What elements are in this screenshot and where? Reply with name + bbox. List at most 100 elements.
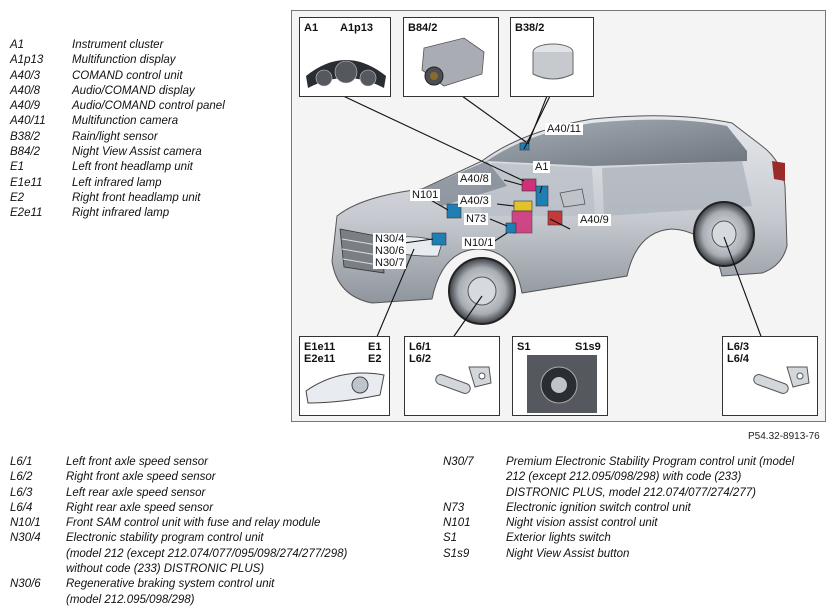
legend-code bbox=[10, 593, 66, 608]
box-label: A1p13 bbox=[340, 22, 374, 34]
legend-code bbox=[10, 547, 66, 562]
callout-a40-3: A40/3 bbox=[458, 195, 491, 207]
box-label: E2e11 bbox=[304, 353, 336, 365]
rain-light-sensor-box: B38/2 bbox=[510, 17, 594, 97]
legend-row: A40/3 COMAND control unit bbox=[10, 69, 280, 84]
rain-light-sensor-icon bbox=[532, 43, 574, 80]
light-switch-box: S1 S1s9 bbox=[512, 336, 608, 416]
legend-code: A40/8 bbox=[10, 84, 41, 97]
legend-description: Exterior lights switch bbox=[506, 532, 611, 545]
legend-code: B38/2 bbox=[10, 130, 41, 143]
legend-code: L6/1 bbox=[10, 456, 33, 468]
legend-code: N101 bbox=[443, 517, 471, 530]
legend-description: COMAND control unit bbox=[72, 69, 183, 82]
legend-row: N73 Electronic ignition switch control un… bbox=[443, 501, 823, 516]
night-view-camera-icon bbox=[421, 37, 485, 87]
legend-code: E1 bbox=[10, 161, 25, 174]
legend-description: Right rear axle speed sensor bbox=[66, 501, 214, 514]
legend-code: A1 bbox=[10, 39, 25, 51]
legend-code: A40/11 bbox=[10, 115, 46, 128]
box-label: A1 bbox=[304, 22, 319, 34]
vehicle-component-figure: A1 A1p13 B84/2 B38/2 E1e11 E2e11 E1 E2 bbox=[291, 10, 826, 422]
legend-description: Right front axle speed sensor bbox=[66, 471, 216, 484]
box-label: L6/1 bbox=[409, 341, 432, 353]
box-label: S1 bbox=[517, 341, 531, 353]
legend-description: Audio/COMAND control panel bbox=[72, 100, 225, 113]
legend-code bbox=[443, 486, 506, 501]
legend-row: B84/2 Night View Assist camera bbox=[10, 145, 280, 160]
legend-description: Audio/COMAND display bbox=[72, 84, 195, 97]
callout-n30-7: N30/7 bbox=[373, 257, 407, 269]
legend-description: Premium Electronic Stability Program con… bbox=[506, 456, 795, 468]
legend-description: Left front headlamp unit bbox=[72, 161, 193, 174]
legend-description: (model 212.095/098/298) bbox=[66, 593, 195, 606]
legend-row: A1 Instrument cluster bbox=[10, 38, 280, 53]
legend-code: L6/2 bbox=[10, 471, 33, 484]
legend-code: E2e11 bbox=[10, 207, 43, 220]
legend-code: E2 bbox=[10, 191, 25, 204]
legend-description: Front SAM control unit with fuse and rel… bbox=[66, 517, 321, 530]
legend-description: 212 (except 212.095/098/298) with code (… bbox=[506, 471, 742, 484]
legend-row: DISTRONIC PLUS, model 212.074/077/274/27… bbox=[443, 486, 823, 501]
light-switch-icon bbox=[527, 355, 597, 413]
legend-code: A40/9 bbox=[10, 100, 41, 113]
night-view-camera-box: B84/2 bbox=[403, 17, 499, 97]
callout-n101: N101 bbox=[410, 189, 441, 201]
legend-code: N73 bbox=[443, 501, 465, 514]
box-label: S1s9 bbox=[575, 341, 601, 353]
legend-row: E2 Right front headlamp unit bbox=[10, 191, 280, 206]
box-label: L6/2 bbox=[409, 353, 432, 365]
legend-description: Regenerative braking system control unit bbox=[66, 578, 275, 591]
legend-description: Right front headlamp unit bbox=[72, 191, 201, 204]
legend-row: A40/9 Audio/COMAND control panel bbox=[10, 99, 280, 114]
box-label: E2 bbox=[368, 353, 382, 365]
legend-description: DISTRONIC PLUS, model 212.074/077/274/27… bbox=[506, 486, 756, 499]
legend-description: Multifunction display bbox=[72, 54, 176, 67]
figure-reference: P54.32-8913-76 bbox=[748, 431, 820, 442]
legend-code bbox=[10, 562, 66, 577]
legend-row: E2e11 Right infrared lamp bbox=[10, 206, 280, 221]
legend-code: B84/2 bbox=[10, 146, 41, 159]
legend-code: L6/3 bbox=[10, 486, 33, 499]
legend-code: E1e11 bbox=[10, 176, 43, 189]
front-axle-sensor-box: L6/1 L6/2 bbox=[404, 336, 500, 416]
legend-code: S1s9 bbox=[443, 547, 470, 560]
legend-code: N30/4 bbox=[10, 532, 41, 545]
legend-description: Instrument cluster bbox=[72, 39, 164, 51]
legend-description: Night View Assist button bbox=[506, 547, 630, 560]
legend-description: Rain/light sensor bbox=[72, 130, 158, 143]
callout-a1: A1 bbox=[533, 161, 551, 173]
callout-a40-9: A40/9 bbox=[578, 214, 611, 226]
legend-code: A1p13 bbox=[10, 54, 44, 67]
legend-description: Night View Assist camera bbox=[72, 146, 202, 159]
box-label: E1e11 bbox=[304, 341, 336, 353]
box-label: E1 bbox=[368, 341, 382, 353]
legend-row: S1s9 Night View Assist button bbox=[443, 547, 823, 562]
headlamp-icon bbox=[305, 372, 385, 404]
legend-description: Electronic stability program control uni… bbox=[66, 532, 264, 545]
legend-description: without code (233) DISTRONIC PLUS) bbox=[66, 563, 265, 576]
legend-description: Electronic ignition switch control unit bbox=[506, 501, 691, 514]
legend-code: A40/3 bbox=[10, 69, 41, 82]
legend-description: Left rear axle speed sensor bbox=[66, 486, 206, 499]
speed-sensor-icon bbox=[753, 366, 810, 394]
legend-description: Left front axle speed sensor bbox=[66, 456, 208, 468]
box-label: B84/2 bbox=[408, 22, 438, 34]
legend-row: 212 (except 212.095/098/298) with code (… bbox=[443, 470, 823, 485]
callout-a40-8: A40/8 bbox=[458, 173, 491, 185]
legend-row: A1p13 Multifunction display bbox=[10, 53, 280, 68]
legend-description: Right infrared lamp bbox=[72, 207, 170, 220]
box-label: B38/2 bbox=[515, 22, 545, 34]
speed-sensor-icon bbox=[435, 366, 492, 394]
legend-code: S1 bbox=[443, 532, 458, 545]
legend-row: L6/3 Left rear axle speed sensor bbox=[10, 486, 430, 501]
instrument-cluster-box: A1 A1p13 bbox=[299, 17, 391, 97]
